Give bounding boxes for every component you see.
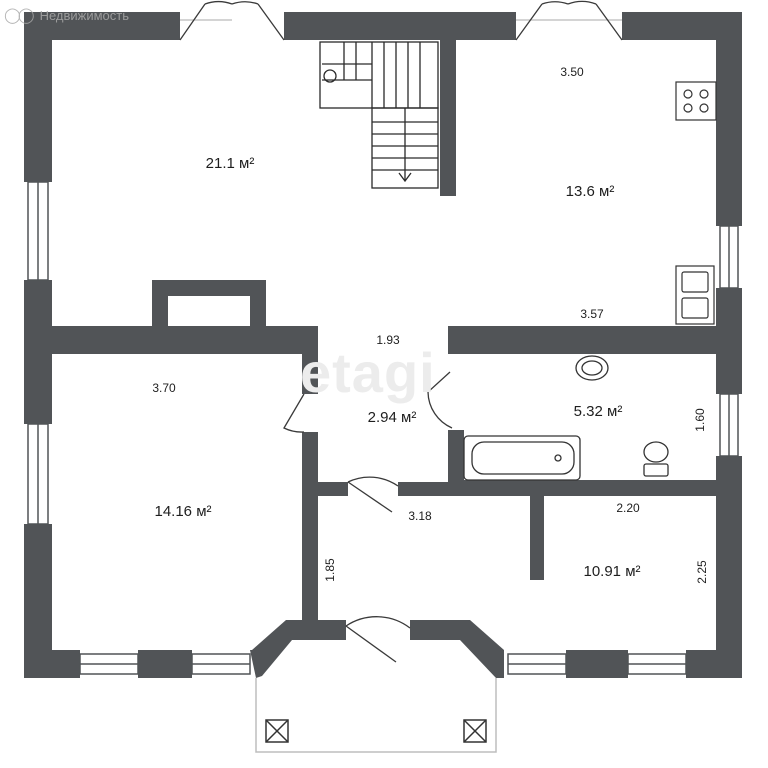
dimensions: 3.50 3.57 1.93 3.70 1.60 3.18 2.20 1.85 … xyxy=(152,65,709,584)
walls xyxy=(24,12,742,678)
washbasin xyxy=(575,355,609,381)
brand-logo-icon: ◯◯ xyxy=(4,7,35,24)
wall-hall-right xyxy=(448,430,464,496)
wall-partition xyxy=(530,496,544,580)
wall-bottom-left-a xyxy=(24,650,80,678)
wall-hall-left xyxy=(302,354,318,394)
wall-bay-left xyxy=(250,620,346,678)
area-hall: 2.94 м² xyxy=(368,409,417,426)
door-entrance xyxy=(345,616,411,663)
brand-watermark: ◯◯ Недвижимость xyxy=(4,6,129,24)
fireplace xyxy=(152,280,266,328)
dim-kitchen-bottom: 3.57 xyxy=(580,307,604,321)
wall-bottom-right-a xyxy=(566,650,628,678)
door-top-left xyxy=(179,1,285,41)
wall-lobby-top xyxy=(318,482,348,496)
bathtub xyxy=(463,435,581,481)
dim-kitchen-top: 3.50 xyxy=(560,65,584,79)
wall-top-middle xyxy=(284,12,516,40)
dim-bedroom-left: 3.70 xyxy=(152,381,176,395)
wall-bath-bottom xyxy=(448,480,716,496)
wall-right-mid xyxy=(716,288,742,394)
porch-post-right xyxy=(463,719,487,743)
windows xyxy=(27,181,739,675)
stove xyxy=(675,81,717,121)
dim-lobby-height: 1.85 xyxy=(323,558,337,582)
area-bedroom-left: 14.16 м² xyxy=(154,503,211,520)
wall-stair xyxy=(440,40,456,196)
doors xyxy=(179,0,623,663)
area-living: 21.1 м² xyxy=(206,155,255,172)
dim-hall-width: 1.93 xyxy=(376,333,400,347)
dim-bathroom-height: 1.60 xyxy=(693,408,707,432)
area-bedroom-right: 10.91 м² xyxy=(583,563,640,580)
room-areas: 21.1 м² 13.6 м² 2.94 м² 5.32 м² 14.16 м²… xyxy=(154,155,640,580)
dim-lobby-width: 3.18 xyxy=(408,509,432,523)
wall-right-upper xyxy=(716,12,742,226)
toilet xyxy=(643,441,669,477)
door-hall-left xyxy=(283,393,305,433)
porch-post-left xyxy=(265,719,289,743)
stair-start-marker xyxy=(323,69,337,83)
door-top-right xyxy=(515,0,623,41)
area-kitchen: 13.6 м² xyxy=(566,183,615,200)
staircase xyxy=(319,41,439,189)
kitchen-sink xyxy=(675,265,715,325)
wall-bottom-left-b xyxy=(138,650,192,678)
wall-hall-left-lower xyxy=(302,432,318,620)
porch xyxy=(255,678,497,753)
wall-bay-right xyxy=(410,620,504,678)
brand-name: Недвижимость xyxy=(39,7,130,23)
door-lobby xyxy=(347,476,399,513)
wall-mid-right xyxy=(448,326,716,354)
wall-lobby-top-2 xyxy=(398,482,448,496)
wall-left-mid xyxy=(24,280,52,424)
wall-mid-left xyxy=(52,326,318,354)
door-bathroom xyxy=(427,371,453,429)
center-watermark: etagi xyxy=(300,341,436,404)
area-bathroom: 5.32 м² xyxy=(574,403,623,420)
wall-right-lower xyxy=(716,456,742,678)
wall-bottom-right-b xyxy=(686,650,742,678)
dim-bedroom-right-height: 2.25 xyxy=(695,560,709,584)
dim-bedroom-right-width: 2.20 xyxy=(616,501,640,515)
wall-left-upper xyxy=(24,12,52,182)
